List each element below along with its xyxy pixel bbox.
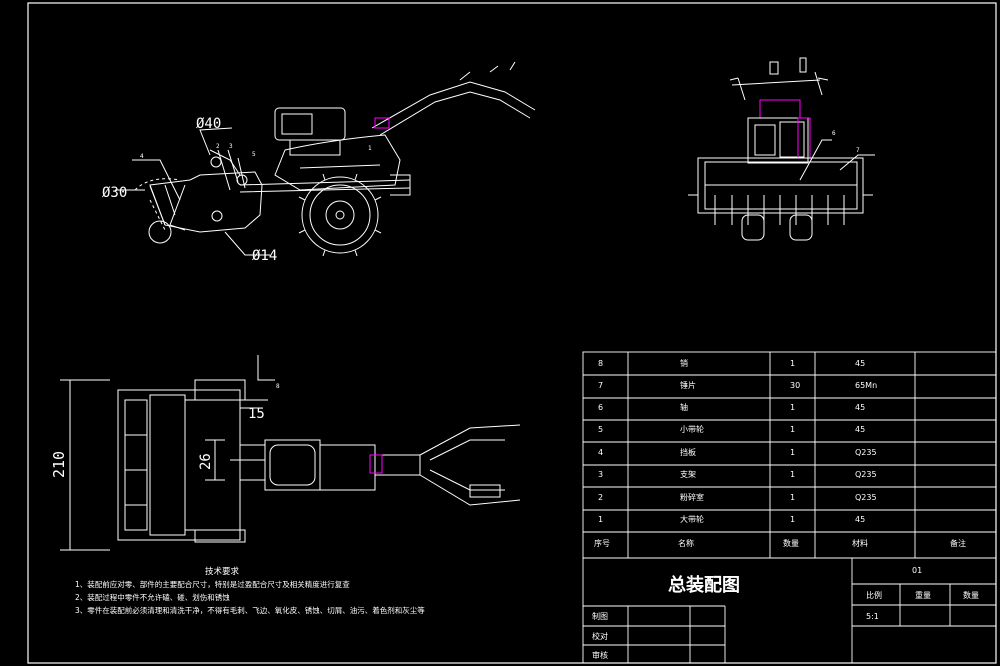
bom-cell-r6-c1: 粉碎室: [680, 492, 704, 502]
scale-value: 5:1: [866, 612, 879, 621]
bom-cell-r1-c0: 7: [598, 381, 603, 390]
side-view-callouts: 4 2 3 1 5: [140, 143, 372, 160]
bom-cell-r5-c1: 支架: [680, 469, 696, 479]
bom-cell-r4-c2: 1: [790, 448, 795, 457]
dim-d14: Ø14: [252, 248, 277, 264]
bom-cell-r0-c3: 45: [855, 359, 865, 368]
bom-cell-r5-c0: 3: [598, 470, 603, 479]
bom-header-2: 数量: [783, 538, 799, 548]
callout-3: 3: [229, 143, 233, 150]
bom-header-1: 名称: [678, 538, 694, 548]
check-label: 校对: [592, 631, 608, 641]
bom-cell-r4-c0: 4: [598, 448, 603, 457]
callout-7: 7: [856, 147, 860, 154]
callout-4: 4: [140, 153, 144, 160]
tech-title: 技术要求: [205, 566, 240, 577]
bom-cell-r6-c3: Q235: [855, 493, 877, 502]
tech-item-3: 3、零件在装配前必须清理和清洗干净，不得有毛刺、飞边、氧化皮、锈蚀、切屑、油污、…: [75, 605, 425, 615]
bom-cell-r0-c1: 销: [680, 358, 688, 368]
bom-header-3: 材料: [852, 538, 868, 548]
bom-cell-r7-c1: 大带轮: [680, 514, 704, 524]
bom-cell-r6-c0: 2: [598, 493, 603, 502]
bom-cell-r1-c3: 65Mn: [855, 381, 877, 390]
dim-15: 15: [248, 406, 265, 422]
bom-cell-r3-c0: 5: [598, 425, 603, 434]
review-label: 审核: [592, 650, 608, 660]
bom-cell-r3-c1: 小带轮: [680, 424, 704, 434]
tech-item-1: 1、装配前应对零、部件的主要配合尺寸，特别是过盈配合尺寸及相关精度进行复查: [75, 579, 350, 589]
drawing-title: 总装配图: [668, 574, 740, 596]
bom-cell-r0-c0: 8: [598, 359, 603, 368]
bom-cell-r2-c0: 6: [598, 403, 603, 412]
bom-cell-r5-c3: Q235: [855, 470, 877, 479]
bom-cell-r7-c2: 1: [790, 515, 795, 524]
drawing-frame: [27, 2, 997, 664]
bom-cell-r3-c3: 45: [855, 425, 865, 434]
top-view: [60, 355, 521, 551]
callout-8: 8: [276, 383, 280, 390]
bom-cell-r0-c2: 1: [790, 359, 795, 368]
callout-2: 2: [216, 143, 220, 150]
bom-cell-r2-c3: 45: [855, 403, 865, 412]
draw-label: 制图: [592, 611, 608, 621]
callout-1: 1: [368, 145, 372, 152]
bom-cell-r4-c3: Q235: [855, 448, 877, 457]
bom-cell-r6-c2: 1: [790, 493, 795, 502]
bom-cell-r5-c2: 1: [790, 470, 795, 479]
weight-label: 重量: [915, 590, 931, 600]
side-view: [115, 61, 536, 257]
tech-item-2: 2、装配过程中零件不允许磕、碰、划伤和锈蚀: [75, 592, 230, 602]
bom-header-4: 备注: [950, 538, 966, 548]
drawing-number: 01: [912, 566, 922, 575]
bom-cell-r4-c1: 挡板: [680, 447, 696, 457]
bom-cell-r2-c1: 轴: [680, 402, 688, 412]
dim-26: 26: [198, 453, 214, 470]
dim-210: 210: [50, 451, 68, 478]
bom-cell-r1-c2: 30: [790, 381, 800, 390]
bom-header-0: 序号: [594, 538, 610, 548]
dim-d30: Ø30: [102, 185, 127, 201]
title-block-lines: [582, 557, 997, 664]
callout-5: 5: [252, 151, 256, 158]
bom-cell-r2-c2: 1: [790, 403, 795, 412]
bom-cell-r1-c1: 锤片: [680, 380, 696, 390]
scale-label: 比例: [866, 590, 882, 600]
bom-cell-r3-c2: 1: [790, 425, 795, 434]
dim-d40: Ø40: [196, 116, 221, 132]
callout-6: 6: [832, 130, 836, 137]
bom-cell-r7-c3: 45: [855, 515, 865, 524]
bom-cell-r7-c0: 1: [598, 515, 603, 524]
qty-label: 数量: [963, 590, 979, 600]
front-view: [688, 57, 875, 241]
